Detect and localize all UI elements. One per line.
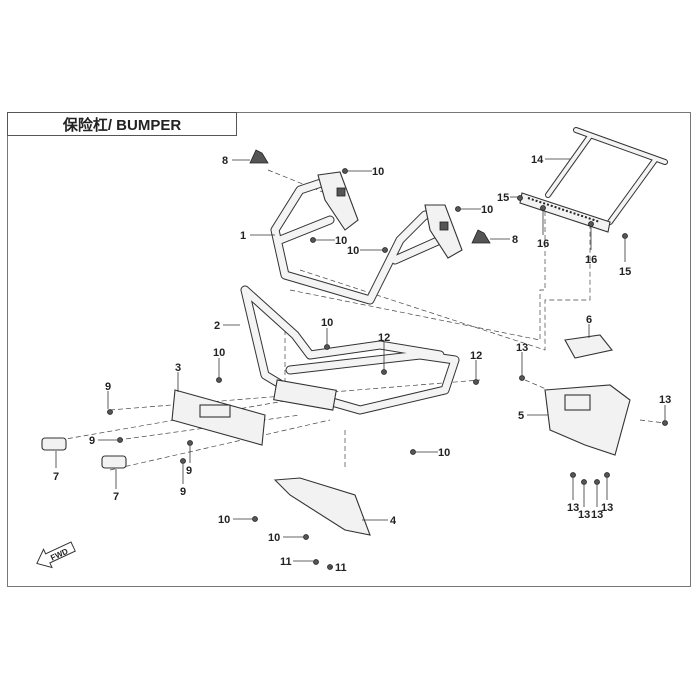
- fasteners: [107, 168, 668, 570]
- callout-3: 3: [175, 362, 181, 374]
- callout-14: 14: [531, 154, 544, 166]
- callout-4: 4: [390, 515, 397, 527]
- callout-10: 10: [347, 245, 359, 257]
- callout-7: 7: [53, 471, 59, 483]
- part-3-slot: [199, 404, 231, 418]
- callout-11: 11: [280, 556, 292, 568]
- callout-13: 13: [516, 342, 528, 354]
- part-1-upper-bumper: [270, 171, 463, 305]
- part-2-lower-bumper: [240, 285, 460, 415]
- callout-9: 9: [180, 486, 186, 498]
- callout-16: 16: [537, 238, 549, 250]
- part-8-right: [471, 229, 491, 244]
- callout-10: 10: [321, 317, 333, 329]
- part-7-left: [41, 437, 67, 451]
- callout-9: 9: [186, 465, 192, 477]
- callout-10: 10: [481, 204, 493, 216]
- callout-8: 8: [512, 234, 518, 246]
- callout-6: 6: [586, 314, 592, 326]
- part-5-slot: [564, 394, 591, 411]
- fwd-arrow-icon: FWD: [36, 541, 76, 569]
- callout-13: 13: [591, 509, 603, 521]
- page-title: 保险杠/ BUMPER: [7, 112, 237, 136]
- callout-13: 13: [659, 394, 671, 406]
- callout-11: 11: [335, 562, 347, 574]
- callout-10: 10: [218, 514, 230, 526]
- callout-13: 13: [567, 502, 579, 514]
- callout-15: 15: [619, 266, 631, 278]
- diagram-frame: [7, 112, 691, 587]
- part-8-left: [249, 149, 269, 164]
- leader-lines: [55, 158, 666, 568]
- callout-12: 12: [378, 332, 390, 344]
- callout-16: 16: [585, 254, 597, 266]
- callout-2: 2: [214, 320, 220, 332]
- callout-10: 10: [268, 532, 280, 544]
- callout-7: 7: [113, 491, 119, 503]
- part-4-skid-plate: [273, 477, 371, 536]
- callout-labels: 1 8 10 10 10 10 15 8 16 16 15 14 2 10 10…: [53, 154, 671, 574]
- callout-10: 10: [438, 447, 450, 459]
- callout-13: 13: [601, 502, 613, 514]
- part-6-bracket: [564, 334, 613, 359]
- callout-15: 15: [497, 192, 509, 204]
- callout-9: 9: [89, 435, 95, 447]
- part-14-mount-frame: [519, 127, 668, 233]
- part-7-right: [101, 455, 127, 469]
- callout-12: 12: [470, 350, 482, 362]
- callout-1: 1: [240, 230, 246, 242]
- callout-10: 10: [335, 235, 347, 247]
- callout-9: 9: [105, 381, 111, 393]
- callout-8: 8: [222, 155, 228, 167]
- callout-10: 10: [372, 166, 384, 178]
- callout-5: 5: [518, 410, 524, 422]
- fwd-label: FWD: [49, 547, 70, 563]
- callout-10: 10: [213, 347, 225, 359]
- callout-13: 13: [578, 509, 590, 521]
